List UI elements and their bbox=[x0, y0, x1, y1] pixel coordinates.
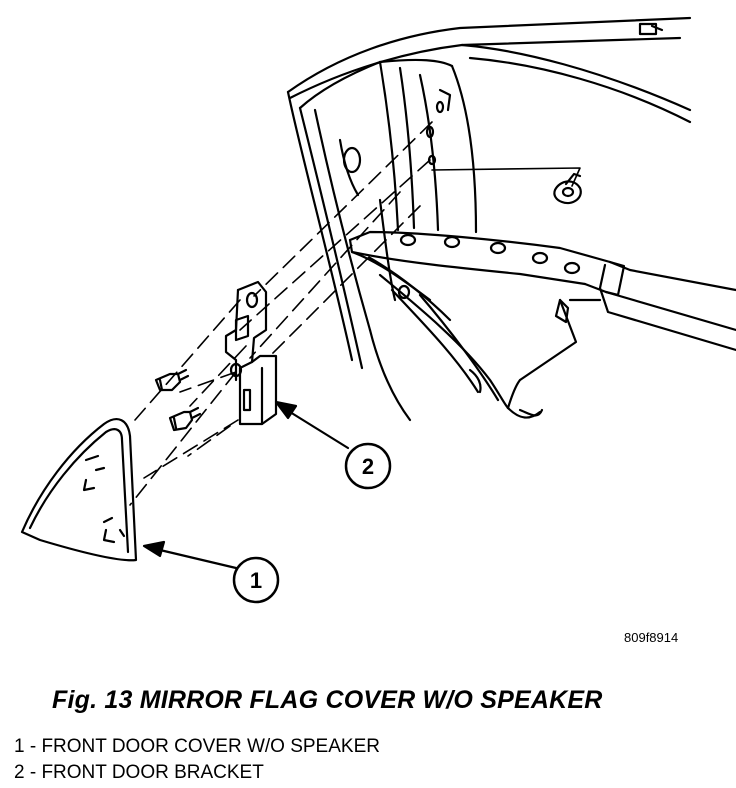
callout-2-label: 2 bbox=[362, 454, 374, 479]
door-inner-beam bbox=[348, 230, 736, 352]
figure-code: 809f8914 bbox=[624, 630, 679, 645]
leader-lines bbox=[142, 400, 350, 570]
callout-1: 1 bbox=[232, 556, 280, 604]
figure-caption: Fig. 13 MIRROR FLAG COVER W/O SPEAKER bbox=[52, 686, 603, 714]
front-door-bracket bbox=[224, 280, 278, 426]
front-door-cover bbox=[20, 418, 138, 562]
screws bbox=[154, 368, 202, 432]
legend: 1 - FRONT DOOR COVER W/O SPEAKER 2 - FRO… bbox=[14, 734, 380, 786]
alignment-lines bbox=[129, 121, 581, 506]
mirror-flag-cover-diagram: 1 2 bbox=[20, 16, 736, 604]
door-frame bbox=[286, 16, 692, 370]
door-lower-frame bbox=[368, 273, 578, 422]
callout-1-label: 1 bbox=[250, 568, 262, 593]
door-clip bbox=[553, 172, 582, 205]
callout-2: 2 bbox=[344, 442, 392, 490]
legend-item-2: 2 - FRONT DOOR BRACKET bbox=[14, 762, 264, 783]
door-trim-edge bbox=[378, 198, 544, 417]
legend-item-1: 1 - FRONT DOOR COVER W/O SPEAKER bbox=[14, 736, 380, 757]
